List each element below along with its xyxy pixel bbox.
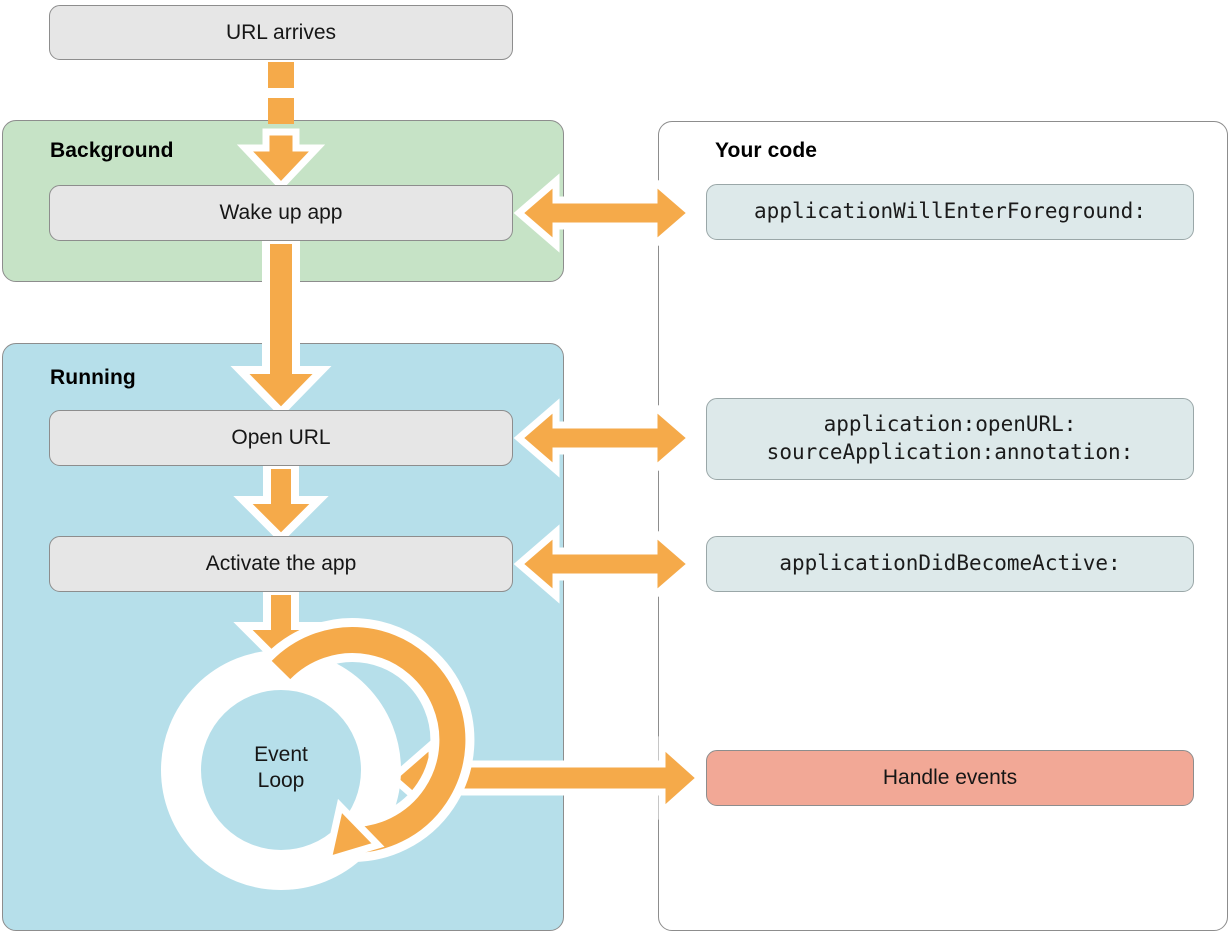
step-box-activate-the-app[interactable]: Activate the app [49, 536, 513, 592]
handle-events-label: Handle events [882, 766, 1018, 789]
handle-events-box[interactable]: Handle events [706, 750, 1194, 806]
code-label-application-did-become-active: applicationDidBecomeActive: [779, 551, 1121, 576]
stage-title-background: Background [50, 139, 174, 162]
code-box-application-did-become-active[interactable]: applicationDidBecomeActive: [706, 536, 1194, 592]
code-label-application-open-url: application:openURL: sourceApplication:a… [766, 412, 1134, 464]
step-label-activate-the-app: Activate the app [205, 552, 357, 575]
step-box-open-url[interactable]: Open URL [49, 410, 513, 466]
step-box-wake-up-app[interactable]: Wake up app [49, 185, 513, 241]
code-label-application-will-enter-foreground: applicationWillEnterForeground: [754, 199, 1146, 224]
your-code-title: Your code [715, 139, 818, 162]
stage-title-running: Running [50, 366, 136, 389]
step-label-open-url: Open URL [231, 426, 331, 449]
your-code-panel [658, 121, 1228, 931]
step-label-url-arrives: URL arrives [225, 20, 337, 44]
code-box-application-will-enter-foreground[interactable]: applicationWillEnterForeground: [706, 184, 1194, 240]
step-label-wake-up-app: Wake up app [219, 201, 343, 224]
step-box-url-arrives[interactable]: URL arrives [49, 5, 513, 60]
code-box-application-open-url[interactable]: application:openURL: sourceApplication:a… [706, 398, 1194, 480]
